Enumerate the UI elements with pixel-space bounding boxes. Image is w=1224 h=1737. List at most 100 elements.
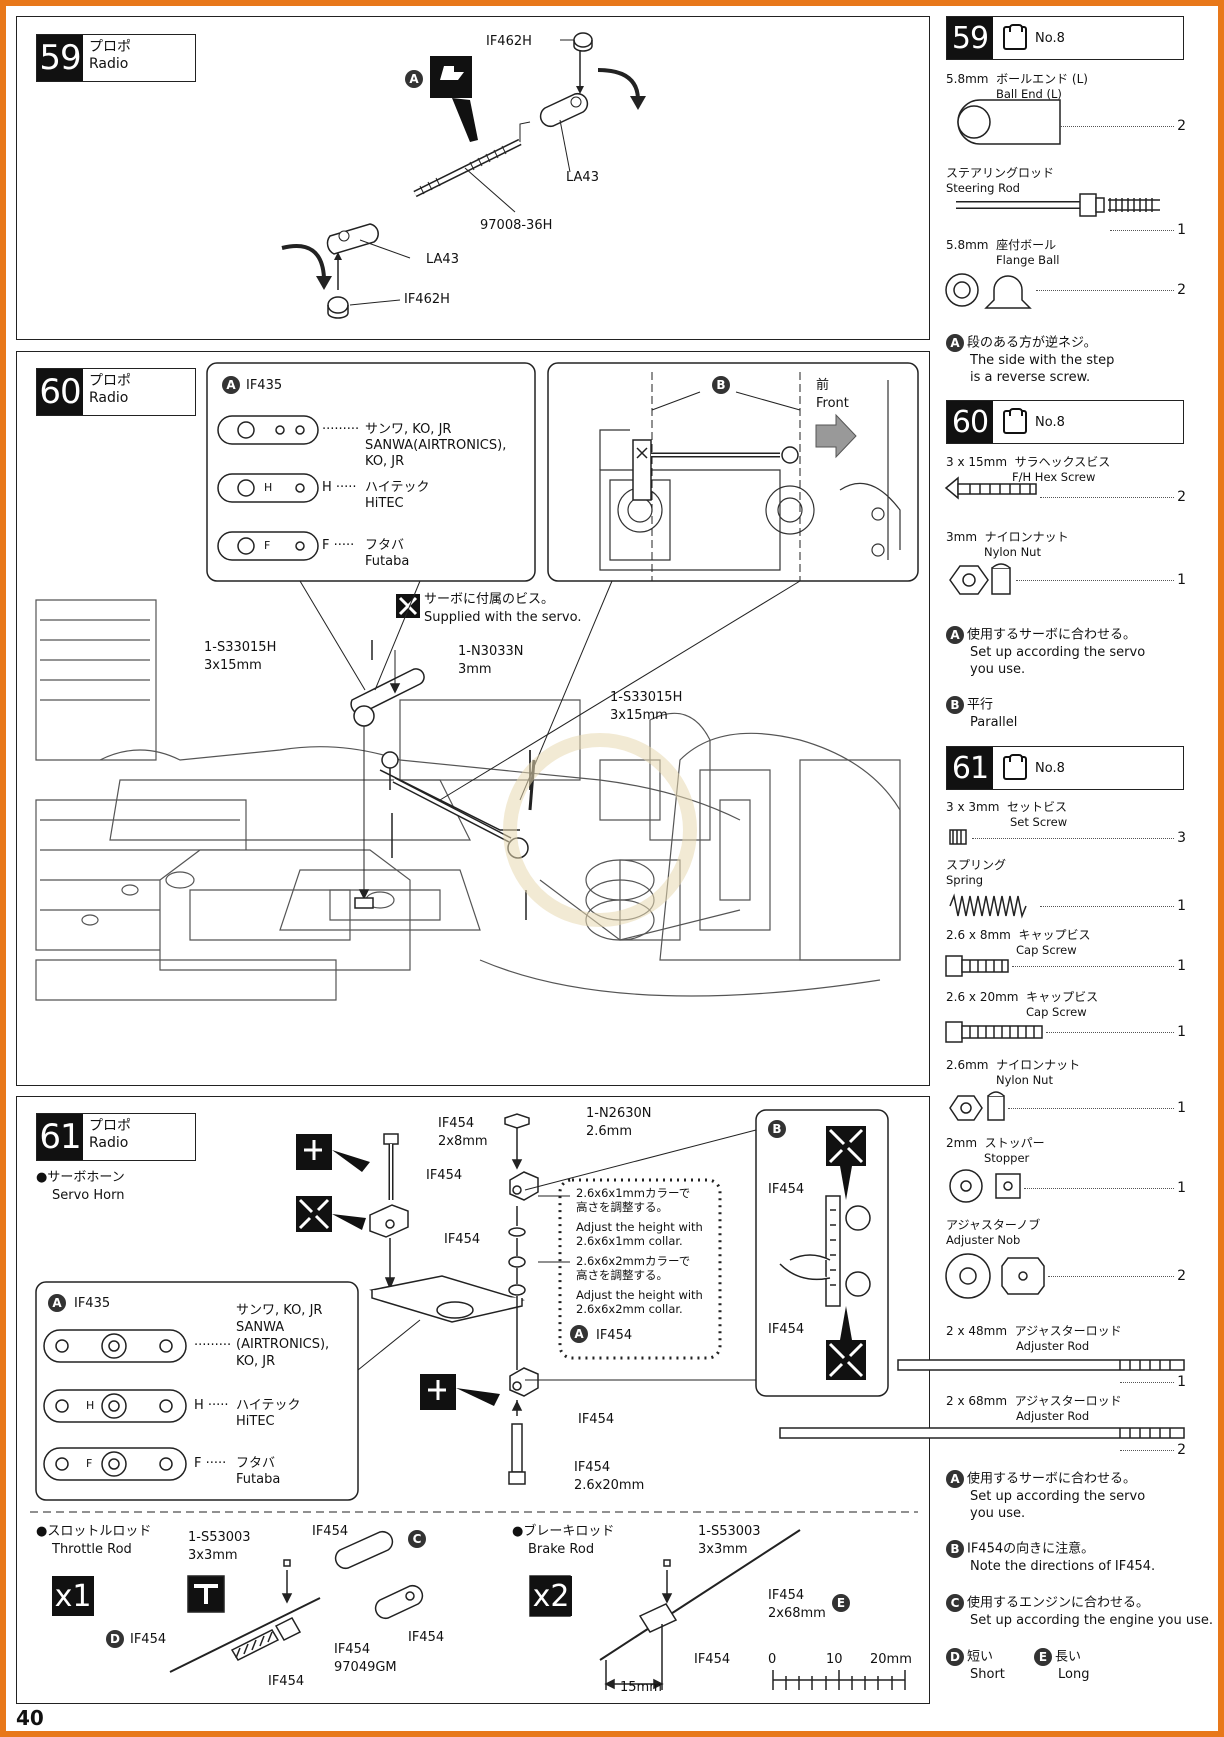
step-title-jp: プロポ [89,373,131,389]
qty-cap-screw-8: 1 [1012,958,1186,974]
label-s33015h-left: 1-S33015H [204,640,277,655]
step-title-en: Radio [89,390,129,406]
servo-horn-en: Servo Horn [52,1188,125,1203]
step-number: 61 [37,1114,83,1160]
inset-a-row2-dots: H ····· [322,480,357,495]
brake-en: Brake Rod [528,1542,595,1557]
servo-horn-jp: ●サーボホーン [36,1170,125,1185]
step-number: 59 [37,35,83,81]
qty-adjuster-nob: 2 [1048,1268,1186,1284]
step-title-en: Radio [89,1135,129,1151]
label-if454-a: IF454 [426,1168,463,1183]
inset-a-row3-text: フタバ Futaba [236,1456,281,1487]
sidebar-step-59-header: 59 No.8 [946,16,1184,60]
callout-a-icon: A [48,1294,66,1312]
label-if454-screw-size: 2x8mm [438,1134,488,1149]
throttle-if454-right: IF454 [408,1630,445,1645]
throttle-multiplier: x1 [52,1576,94,1616]
throttle-en: Throttle Rod [52,1542,132,1557]
throttle-s53003-size: 3x3mm [188,1548,238,1563]
qty-spring: 1 [1040,898,1186,914]
step-title-jp: プロポ [89,1118,131,1134]
label-n2630n: 1-N2630N [586,1106,652,1121]
inset-a-row2-text: ハイテック HiTEC [365,480,430,511]
brake-rod-size: 2x68mm [768,1606,826,1621]
qty-set-screw: 3 [972,830,1186,846]
part-ball-end: 5.8mm ボールエンド (L)Ball End (L) [946,72,1088,101]
bag-number: No.8 [1035,30,1065,46]
brake-if454-bottom: IF454 [694,1652,731,1667]
label-n3033n: 1-N3033N [458,644,524,659]
inset-a-f-mark: F [264,539,271,552]
step-number: 59 [947,17,993,59]
bag-icon [1003,754,1027,780]
step-number: 60 [37,369,83,415]
inset-a-row3-text: フタバ Futaba [365,538,410,569]
label-if462h-top: IF462H [486,34,532,49]
throttle-if454-d: IF454 [130,1632,167,1647]
step-number: 61 [947,747,993,789]
label-if454-screw: IF454 [438,1116,475,1131]
scale-10: 10 [826,1652,843,1667]
bag-number: No.8 [1035,760,1065,776]
inset-a-row1-dots: ········· [322,422,360,437]
collar2-jp: 2.6x6x2mmカラーで 高さを調整する。 [576,1254,691,1282]
callout-a-icon: A [570,1325,588,1343]
label-if454-b: IF454 [444,1232,481,1247]
sidebar-step-60-header: 60 No.8 [946,400,1184,444]
qty-nylon-nut-3: 1 [1016,572,1186,588]
brake-s53003-size: 3x3mm [698,1542,748,1557]
brake-jp: ●ブレーキロッド [512,1524,615,1539]
b-label-if454-top: IF454 [768,1182,805,1197]
qty-nylon-nut-26: 1 [1008,1100,1186,1116]
label-la43-bottom: LA43 [426,252,459,267]
page-number: 40 [16,1706,44,1730]
inset-a-f-mark: F [86,1457,93,1470]
label-la43-top: LA43 [566,170,599,185]
inset-a-title: IF435 [246,378,283,393]
b-label-if454-bottom: IF454 [768,1322,805,1337]
qty-cap-screw-20: 1 [1046,1024,1186,1040]
collar2-en: Adjust the height with 2.6x6x2mm collar. [576,1288,703,1316]
throttle-s53003: 1-S53003 [188,1530,251,1545]
inset-a-row1-text: サンワ, KO, JR SANWA (AIRTRONICS), KO, JR [236,1303,330,1369]
label-n2630n-size: 2.6mm [586,1124,633,1139]
front-jp: 前 [816,378,830,393]
brake-length: 15mm [620,1680,662,1695]
bag-icon [1003,24,1027,50]
throttle-if454-mid: IF454 [334,1642,371,1657]
servo-screw-jp: サーボに付属のビス。 [424,592,555,607]
label-rod: 97008-36H [480,218,553,233]
front-en: Front [816,396,849,411]
callout-a-icon: A [222,376,240,394]
inset-a-row3-dots: F ····· [322,538,355,553]
callout-d-icon: D [106,1630,124,1648]
label-n3033n-size: 3mm [458,662,492,677]
inset-a-row2-dots: H ····· [194,1398,229,1413]
scale-0: 0 [768,1652,777,1667]
